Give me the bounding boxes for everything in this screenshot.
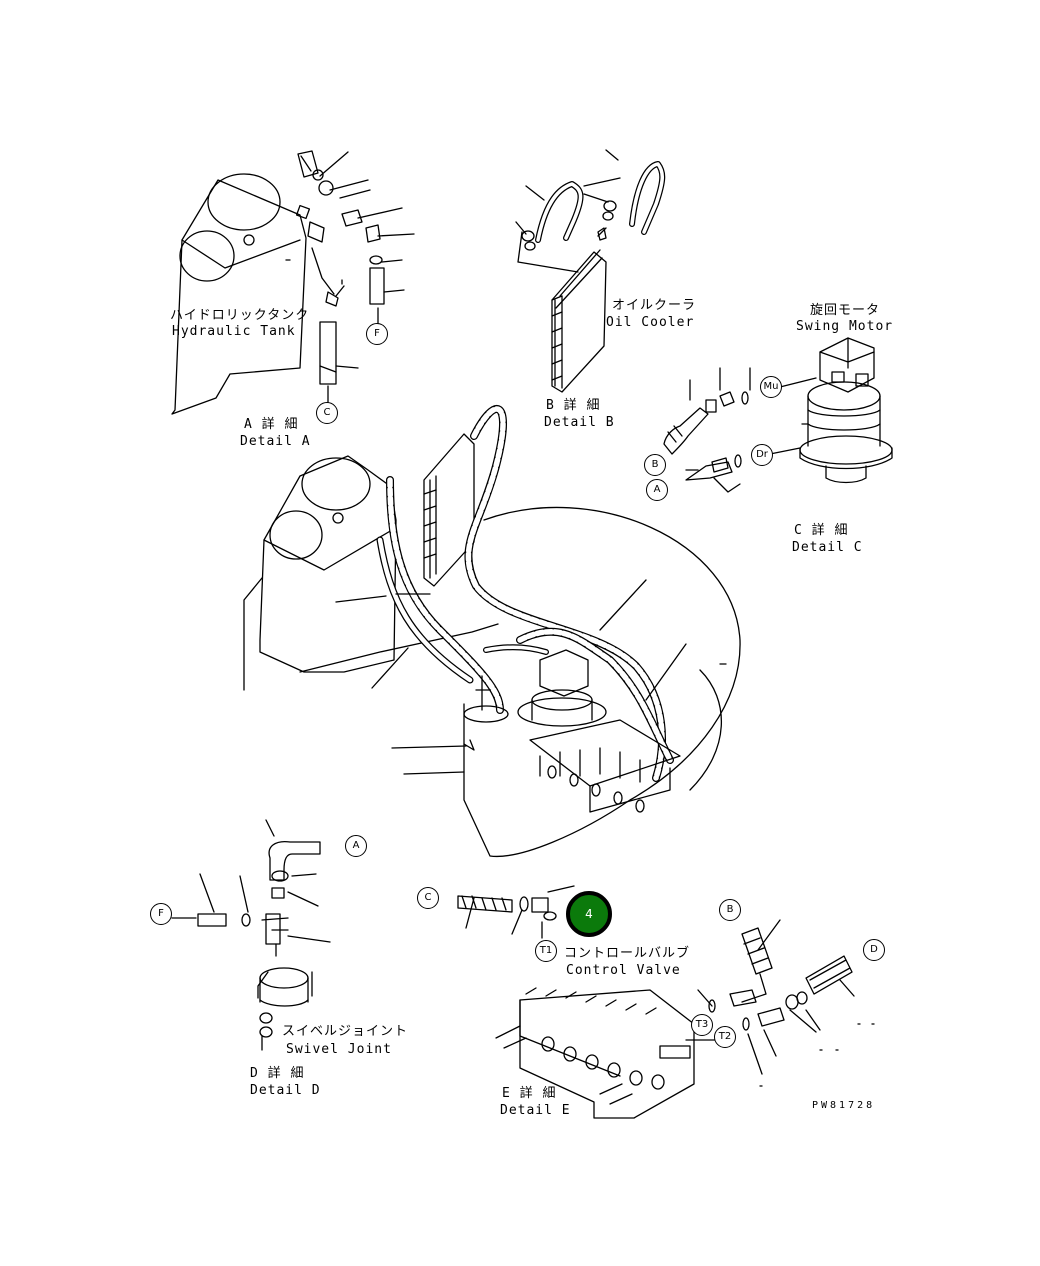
detail-c-label-jp: C 詳 細 xyxy=(794,523,849,538)
detail-a-label-en: Detail A xyxy=(240,434,311,449)
callout-e-t3: T3 xyxy=(691,1014,713,1036)
callout-c-a: A xyxy=(646,479,668,501)
swivel-joint-label-jp: スイベルジョイント xyxy=(282,1024,409,1039)
callout-d-a: A xyxy=(345,835,367,857)
detail-b-label-en: Detail B xyxy=(544,415,615,430)
callout-e-t1: T1 xyxy=(535,940,557,962)
hydraulic-tank-label-en: Hydraulic Tank xyxy=(172,324,296,339)
callout-e-b: B xyxy=(719,899,741,921)
detail-b-label-jp: B 詳 細 xyxy=(546,398,601,413)
swivel-joint-label-en: Swivel Joint xyxy=(286,1042,392,1057)
callout-e-d: D xyxy=(863,939,885,961)
detail-a-tank-drawing xyxy=(171,150,415,415)
part-number: PW81728 xyxy=(812,1100,876,1111)
control-valve-label-en: Control Valve xyxy=(566,963,681,978)
swing-motor-label-en: Swing Motor xyxy=(796,319,894,334)
detail-a-label-jp: A 詳 細 xyxy=(244,417,299,432)
callout-e-t2: T2 xyxy=(714,1026,736,1048)
detail-e-label-en: Detail E xyxy=(500,1103,571,1118)
callout-e-c: C xyxy=(417,887,439,909)
detail-c-motor-drawing xyxy=(663,337,893,493)
main-assembly-drawing xyxy=(243,405,741,858)
hydraulic-tank-label-jp: ハイドロリックタンク xyxy=(170,308,310,323)
part-4-highlight-marker[interactable]: 4 xyxy=(566,891,612,937)
detail-c-label-en: Detail C xyxy=(792,540,863,555)
swing-motor-label-jp: 旋回モータ xyxy=(810,303,881,318)
detail-d-label-jp: D 詳 細 xyxy=(250,1066,305,1081)
oil-cooler-label-jp: オイルクーラ xyxy=(612,298,697,313)
detail-d-swivel-drawing xyxy=(171,819,331,1051)
callout-a-c: F xyxy=(366,323,388,345)
callout-c-mu: Mu xyxy=(760,376,782,398)
control-valve-label-jp: コントロールバルブ xyxy=(564,946,691,961)
callout-c-b: B xyxy=(644,454,666,476)
oil-cooler-label-en: Oil Cooler xyxy=(606,315,695,330)
callout-c-dr: Dr xyxy=(751,444,773,466)
callout-a-f: C xyxy=(316,402,338,424)
callout-d-f: F xyxy=(150,903,172,925)
detail-e-label-jp: E 詳 細 xyxy=(502,1086,557,1101)
detail-e-valve-drawing xyxy=(457,885,875,1119)
detail-d-label-en: Detail D xyxy=(250,1083,321,1098)
detail-b-cooler-drawing xyxy=(515,149,666,393)
